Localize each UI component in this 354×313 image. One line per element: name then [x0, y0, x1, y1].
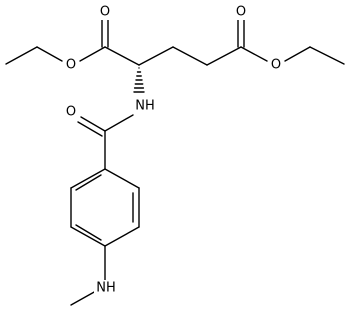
label-ester-carbonyl-o-right: O — [236, 5, 246, 20]
bond-left-ethyl-ch3-ch2 — [5, 46, 38, 65]
label-amide-carbonyl-o: O — [66, 105, 76, 120]
bond-left-o-carbonyl — [79, 46, 106, 62]
bond-right-o-ch2 — [284, 46, 311, 62]
label-amide-nh: NH — [135, 99, 155, 114]
bond-alpha-ch2a — [138, 46, 174, 66]
ring-bond-6 — [70, 168, 106, 189]
bond-left-ethyl-ch2-o — [36, 46, 63, 62]
ring-bond-3 — [104, 226, 140, 247]
bond-amine-methyl — [70, 290, 97, 306]
label-ester-ether-o-left: O — [66, 58, 76, 73]
hashed-wedge-alpha-nh — [133, 67, 145, 93]
bond-right-carbonyl-o — [240, 46, 268, 62]
atom-labels: O O O O NH O NH — [64, 5, 283, 296]
ring-inner-2 — [75, 224, 102, 241]
bonds — [5, 19, 345, 306]
ring-bond-1 — [104, 168, 140, 189]
bond-amide-double-b — [77, 121, 103, 137]
ring-bond-4 — [70, 226, 106, 247]
label-amine-nh: NH — [96, 281, 116, 296]
bond-nh-amide-carbon — [104, 114, 134, 132]
bond-right-ethyl-ch2-ch3 — [309, 46, 345, 65]
bond-ch2b-right-carbonyl — [206, 46, 242, 66]
label-ester-carbonyl-o-left: O — [100, 5, 110, 20]
ring-inner-3 — [75, 174, 102, 191]
label-ester-ether-o-right: O — [271, 58, 281, 73]
bond-left-carbonyl-alpha — [104, 46, 140, 66]
bond-amide-double-a — [80, 116, 106, 132]
bond-ch2a-ch2b — [172, 46, 208, 66]
